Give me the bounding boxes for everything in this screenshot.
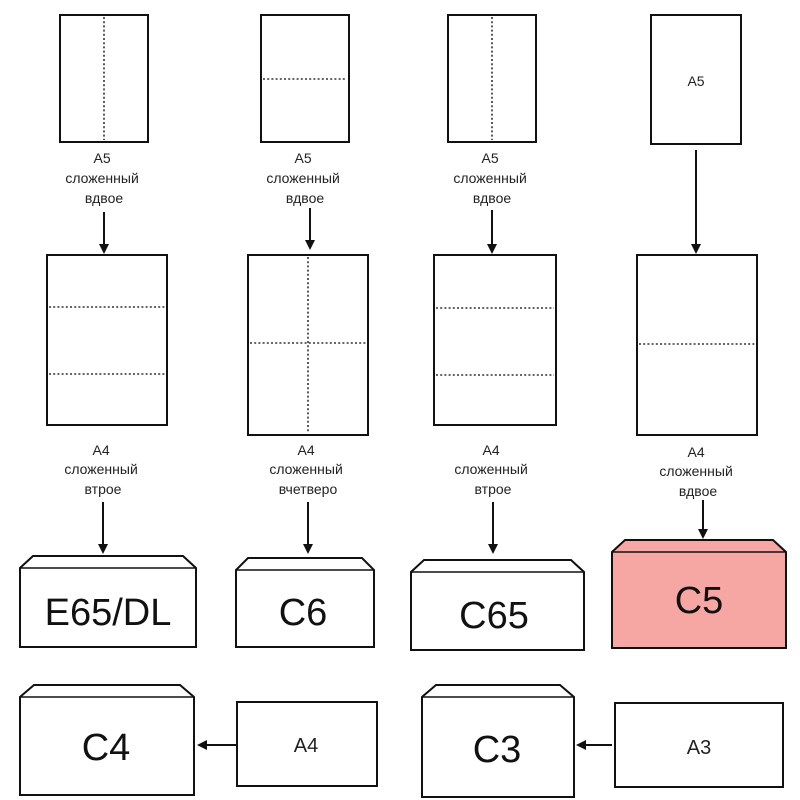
a5-sheet-4 xyxy=(650,14,742,145)
envelope-e65-dl: E65/DL xyxy=(19,555,197,648)
envelope-label: C65 xyxy=(459,595,529,637)
a4-sheet-1 xyxy=(46,254,168,426)
a4-sheet-4 xyxy=(636,254,758,436)
envelope-c6: C6 xyxy=(235,557,375,648)
caption-a5-1: A5 сложенный вдвое xyxy=(65,150,142,206)
column-4: A5 A4 сложенный вдвое C5 xyxy=(611,14,787,649)
a4-sheet-landscape xyxy=(236,701,378,787)
a3-sheet-landscape xyxy=(614,702,784,788)
envelope-label: C3 xyxy=(473,729,522,771)
envelope-c3: C3 xyxy=(421,684,575,798)
caption-a4-3: A4 сложенный втрое xyxy=(454,442,531,497)
envelope-label: C6 xyxy=(279,592,328,634)
a5-sheet-label: A5 xyxy=(687,73,704,89)
column-2: A5 сложенный вдвое A4 сложенный вчетверо… xyxy=(235,14,375,648)
caption-a4-2: A4 сложенный вчетверо xyxy=(269,442,346,497)
envelope-c65: C65 xyxy=(410,559,585,651)
column-1: A5 сложенный вдвое A4 сложенный втрое E6… xyxy=(19,14,197,648)
a4-sheet-3 xyxy=(433,254,557,426)
caption-a4-1: A4 сложенный втрое xyxy=(64,442,141,497)
a4-sheet-2 xyxy=(247,254,369,436)
column-3: A5 сложенный вдвое A4 сложенный втрое C6… xyxy=(410,14,585,651)
a5-sheet-3 xyxy=(447,14,537,143)
caption-a5-2: A5 сложенный вдвое xyxy=(266,150,343,206)
envelope-label: C4 xyxy=(82,727,131,769)
envelope-c5: C5 xyxy=(611,539,787,649)
a4-sheet-label: A4 xyxy=(294,735,318,757)
bottom-right-group: C3 A3 xyxy=(421,684,784,798)
envelope-label: E65/DL xyxy=(45,592,172,634)
envelope-c4: C4 xyxy=(19,684,195,796)
a5-sheet-1 xyxy=(59,14,149,143)
envelope-label: C5 xyxy=(675,580,724,622)
a3-sheet-label: A3 xyxy=(687,737,711,759)
caption-a4-4: A4 сложенный вдвое xyxy=(659,444,736,499)
caption-a5-3: A5 сложенный вдвое xyxy=(453,150,530,206)
bottom-left-group: C4 A4 xyxy=(19,684,378,796)
